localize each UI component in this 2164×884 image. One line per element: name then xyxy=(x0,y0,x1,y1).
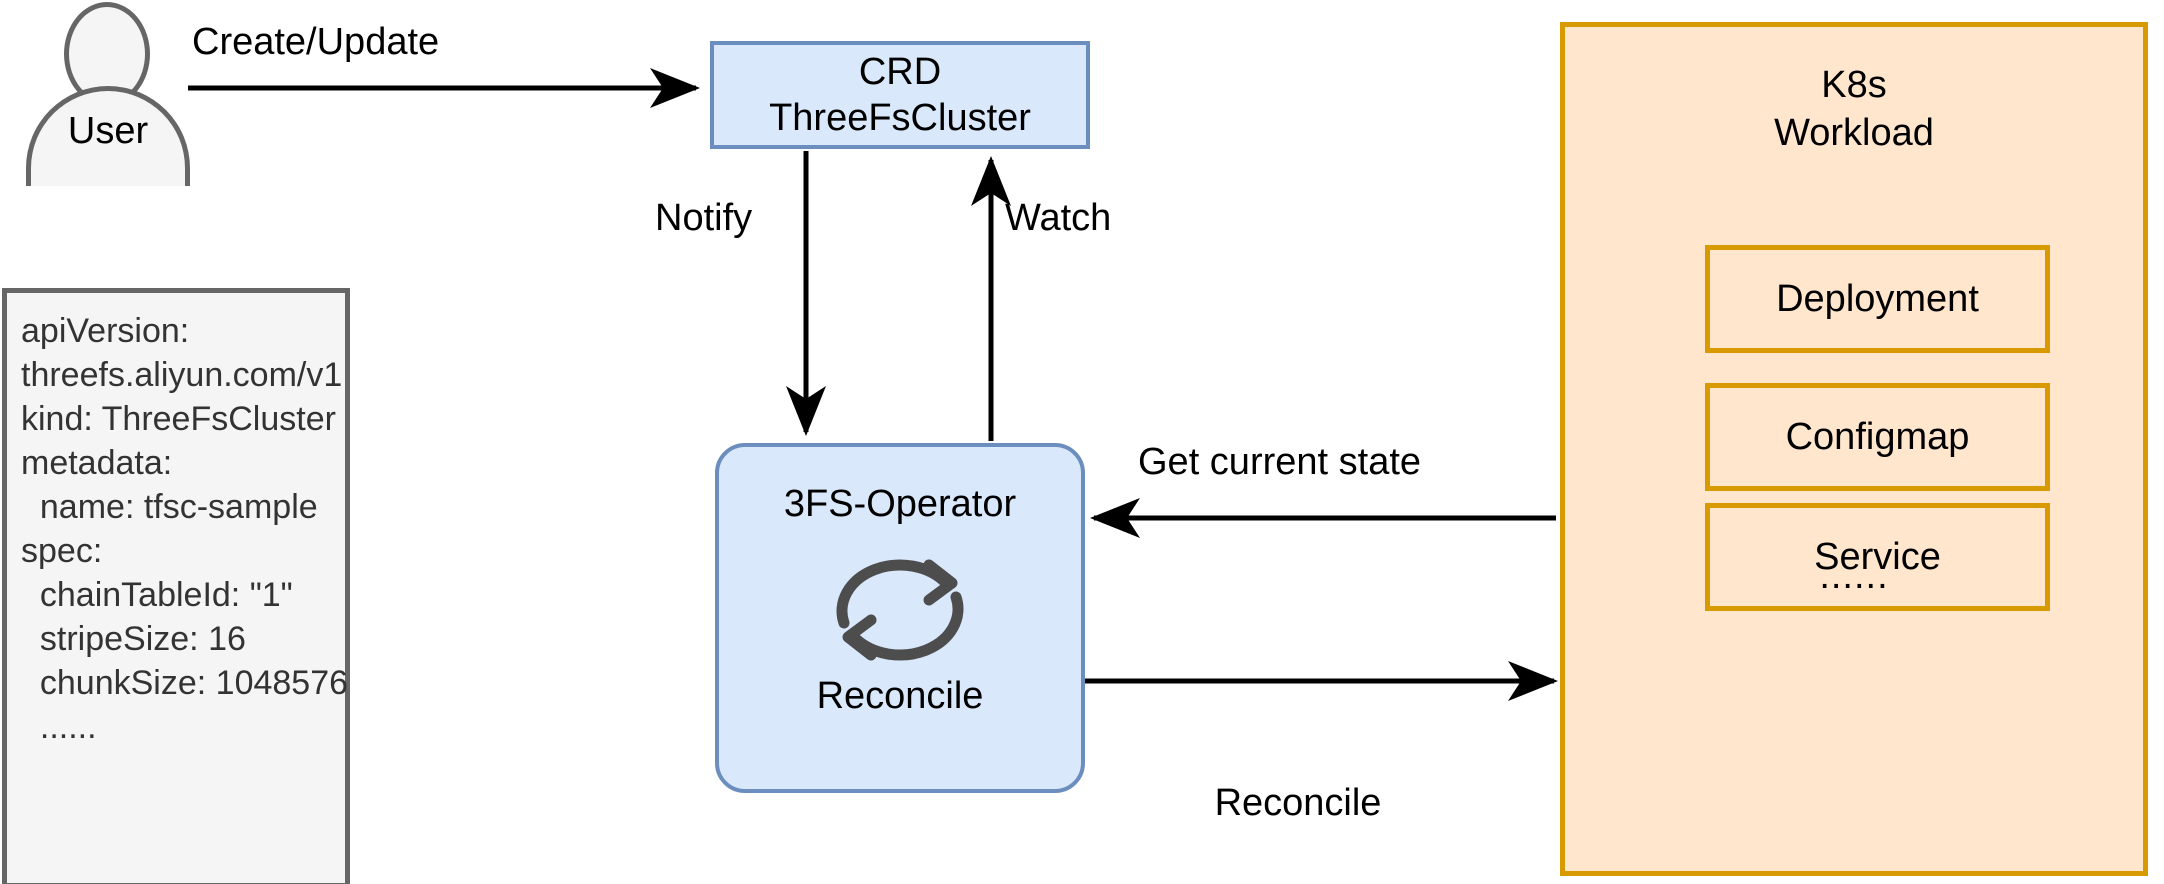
reconcile-label: Reconcile xyxy=(816,675,984,717)
crd-title-line2: ThreeFsCluster xyxy=(769,97,1031,139)
k8s-resource-ellipsis: ...... xyxy=(1819,555,1889,597)
k8s-workload-panel: K8s Workload Deployment Configmap Servic… xyxy=(1560,22,2148,876)
reconcile-loop-icon xyxy=(836,559,964,661)
k8s-title-line2: Workload xyxy=(1774,112,1934,154)
user-label: User xyxy=(67,110,149,152)
operator-box[interactable]: 3FS-Operator Reconcile xyxy=(715,443,1085,793)
yaml-manifest-card: apiVersion: threefs.aliyun.com/v1 kind: … xyxy=(2,288,350,884)
user-actor: User xyxy=(20,2,240,192)
k8s-workload-title: K8s Workload xyxy=(1565,61,2143,157)
operator-title: 3FS-Operator xyxy=(783,483,1017,525)
crd-title-line1: CRD xyxy=(858,51,942,93)
edge-label-create-update: Create/Update xyxy=(192,21,440,63)
edge-label-watch: Watch xyxy=(1005,197,1112,239)
edge-label-reconcile-desired-state-line1: Reconcile xyxy=(1214,782,1382,824)
yaml-manifest-text: apiVersion: threefs.aliyun.com/v1 kind: … xyxy=(21,312,349,746)
k8s-title-line1: K8s xyxy=(1821,64,1887,106)
k8s-resource-label: Deployment xyxy=(1776,277,1979,320)
edge-label-reconcile-desired-state: Reconcile desired state xyxy=(1148,693,1448,884)
k8s-resource-service[interactable]: Service xyxy=(1705,503,2050,611)
k8s-resource-configmap[interactable]: Configmap xyxy=(1705,383,2050,491)
edge-label-get-current-state: Get current state xyxy=(1138,441,1422,483)
k8s-resource-label: Configmap xyxy=(1785,415,1970,458)
k8s-resource-deployment[interactable]: Deployment xyxy=(1705,245,2050,353)
k8s-resource-label: Service xyxy=(1814,535,1941,578)
edge-label-notify: Notify xyxy=(655,197,753,239)
crd-box[interactable]: CRD ThreeFsCluster xyxy=(710,41,1090,149)
